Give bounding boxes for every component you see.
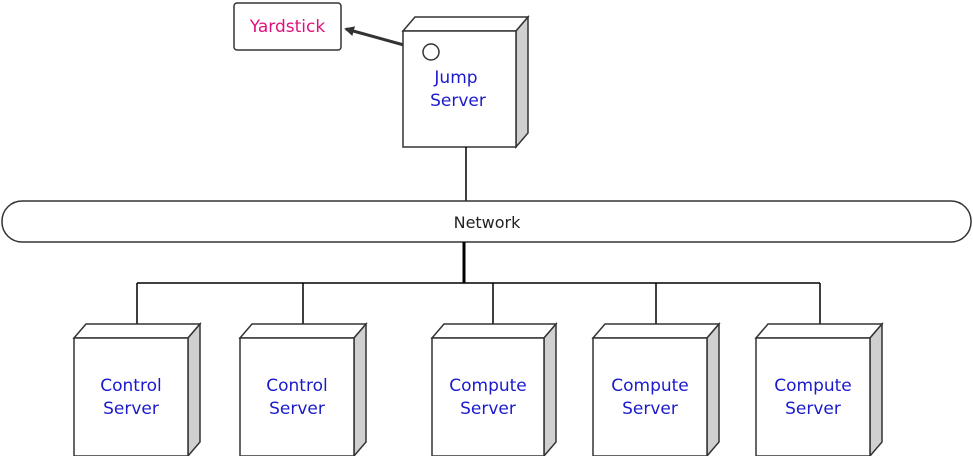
jump-server-node: Jump Server	[401, 14, 530, 150]
server-label-line1: Compute	[611, 376, 689, 396]
yardstick-box: Yardstick	[233, 2, 342, 51]
server-label-line1: Compute	[774, 376, 852, 396]
compute-server-node: Compute Server	[754, 321, 884, 456]
control-server-node: Control Server	[238, 321, 368, 456]
control-server-node: Control Server	[72, 321, 202, 456]
jump-server-label-line2: Server	[430, 91, 486, 111]
jump-server-label-line1: Jump	[433, 68, 477, 88]
network-bar: Network	[1, 200, 972, 243]
server-label-line2: Server	[269, 399, 325, 419]
yardstick-label: Yardstick	[249, 17, 326, 37]
server-label-line1: Compute	[449, 376, 527, 396]
server-label-line2: Server	[785, 399, 841, 419]
network-label: Network	[454, 213, 522, 232]
server-label-line2: Server	[103, 399, 159, 419]
interface-port-icon	[422, 43, 440, 61]
server-label-line2: Server	[460, 399, 516, 419]
compute-server-node: Compute Server	[591, 321, 721, 456]
compute-server-node: Compute Server	[430, 321, 558, 456]
server-label-line2: Server	[622, 399, 678, 419]
server-label-line1: Control	[100, 376, 161, 396]
server-label-line1: Control	[266, 376, 327, 396]
